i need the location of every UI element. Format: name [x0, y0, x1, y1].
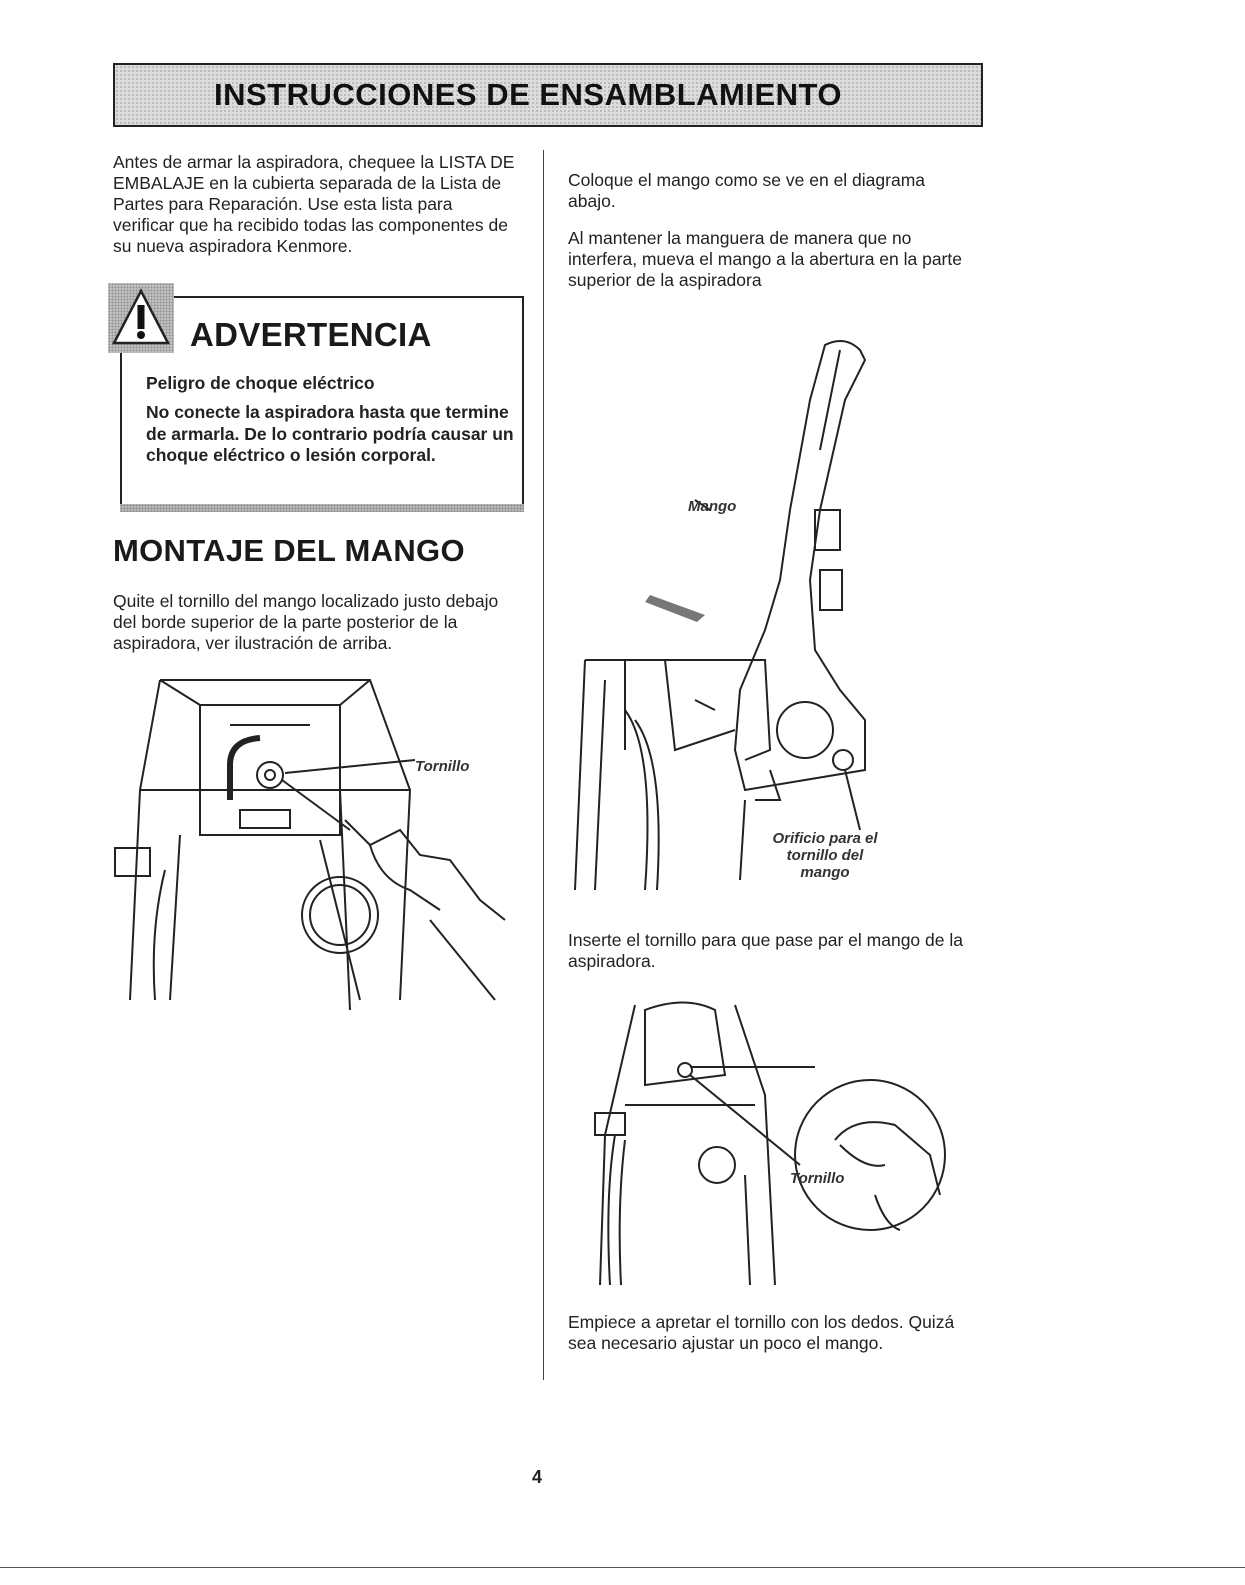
warning-box [120, 296, 524, 508]
figure3-label-tornillo: Tornillo [790, 1170, 845, 1187]
section-title: MONTAJE DEL MANGO [113, 533, 465, 568]
warning-box-shadow [120, 504, 524, 512]
figure-screw-insertion [594, 1001, 946, 1285]
warning-body: No conecte la aspiradora hasta que termi… [146, 402, 514, 465]
warning-subtitle: Peligro de choque eléctrico [146, 373, 375, 393]
page-number: 4 [532, 1467, 543, 1487]
section-banner: INSTRUCCIONES DE ENSAMBLAMIENTO [113, 63, 983, 127]
right-paragraph-4: Empiece a apretar el tornillo con los de… [568, 1312, 955, 1353]
bottom-rule [0, 1567, 1245, 1568]
right-paragraph-1: Coloque el mango como se ve en el diagra… [568, 170, 926, 211]
right-paragraph-3: Inserte el tornillo para que pase par el… [568, 930, 963, 971]
figure-screw-removal [114, 679, 506, 1010]
warning-triangle-icon [111, 288, 171, 345]
banner-title: INSTRUCCIONES DE ENSAMBLAMIENTO [213, 77, 843, 112]
right-paragraph-2: Al mantener la manguera de manera que no… [568, 228, 962, 290]
figure2-label-mango: Mango [688, 498, 737, 515]
section-paragraph: Quite el tornillo del mango localizado j… [113, 591, 499, 653]
column-divider [543, 150, 544, 1380]
warning-title: ADVERTENCIA [190, 316, 432, 353]
figure2-label-orificio: Orificio para el tornillo del mango [772, 830, 878, 881]
intro-paragraph: Antes de armar la aspiradora, chequee la… [113, 152, 515, 256]
figure-handle-placement [574, 340, 867, 890]
figure1-label-tornillo: Tornillo [415, 758, 470, 775]
